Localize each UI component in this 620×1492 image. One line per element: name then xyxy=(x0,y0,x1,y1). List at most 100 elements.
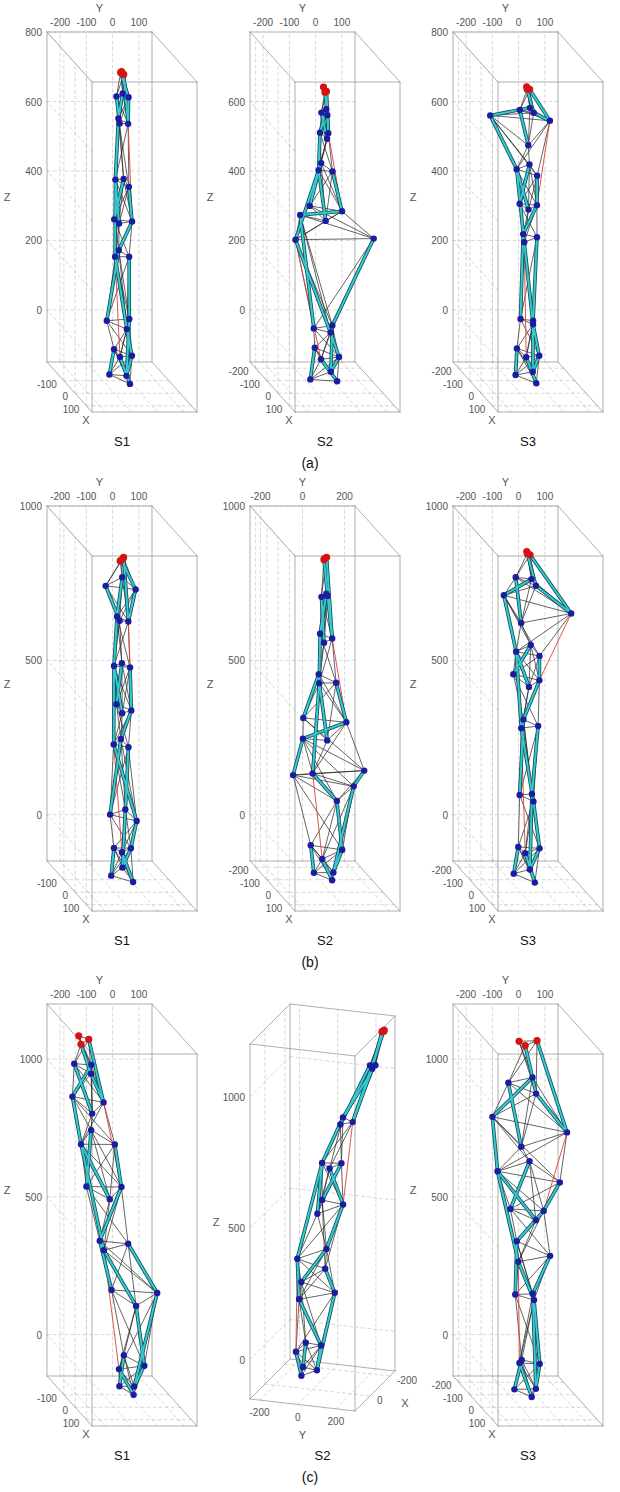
strut-bar-outline xyxy=(519,1363,531,1397)
bounding-box xyxy=(92,82,197,83)
cable-line xyxy=(118,118,128,186)
joint-dot xyxy=(518,620,524,626)
axis-tick-label: 1000 xyxy=(425,1054,449,1065)
row-label: (b) xyxy=(300,955,319,970)
grid-line xyxy=(453,1059,498,1109)
axis-tick-label: 100 xyxy=(62,403,81,414)
bounding-box xyxy=(92,1426,197,1427)
joint-dot xyxy=(318,109,324,115)
strut-bar xyxy=(136,1306,144,1366)
joint-dot xyxy=(129,218,135,224)
axis-title: X xyxy=(487,913,496,925)
joint-dot xyxy=(309,770,315,776)
plot-panel xyxy=(453,1004,603,1426)
grid-line xyxy=(453,1197,498,1247)
strut-bar-outline xyxy=(129,187,132,222)
axis-tick-label: -200 xyxy=(431,1380,453,1391)
axis-tick-label: -200 xyxy=(431,865,453,876)
joint-dot xyxy=(534,202,540,208)
joint-dot xyxy=(334,798,340,804)
axis-tick-label: -200 xyxy=(455,491,477,502)
grid-line xyxy=(47,101,152,102)
axis-title: X xyxy=(487,1428,496,1440)
bounding-box xyxy=(197,1054,198,1426)
slack-cable-line xyxy=(128,124,132,222)
joint-dot xyxy=(533,1217,539,1223)
bounding-box xyxy=(498,1426,603,1427)
axis-tick-label: 500 xyxy=(430,1191,449,1202)
bounding-box xyxy=(250,506,295,556)
cable-line xyxy=(518,1256,550,1262)
joint-dot xyxy=(78,1141,84,1147)
joint-dot xyxy=(529,1074,535,1080)
joint-dot xyxy=(536,653,542,659)
grid-line xyxy=(64,1394,169,1395)
grid-line xyxy=(64,879,169,880)
grid-line xyxy=(47,1335,92,1385)
strut-bar xyxy=(523,205,537,234)
bounding-box xyxy=(152,1376,197,1426)
cable-line xyxy=(514,1388,535,1390)
bounding-box xyxy=(250,1044,355,1056)
joint-dot xyxy=(525,142,531,148)
strut-bar-outline xyxy=(514,847,518,874)
axis-tick-label: 0 xyxy=(468,1405,476,1416)
bounding-box xyxy=(250,362,355,363)
plot-panel xyxy=(250,32,400,412)
axis-tick-label: 1000 xyxy=(19,501,43,512)
strut-bar-outline xyxy=(533,1256,550,1294)
joint-dot xyxy=(515,1259,521,1265)
joint-dot xyxy=(119,574,125,580)
grid-line xyxy=(492,76,493,406)
grid-line xyxy=(250,170,355,171)
joint-dot xyxy=(141,1363,147,1369)
cable-line xyxy=(508,1041,537,1083)
grid-line xyxy=(267,380,372,381)
joint-dot xyxy=(119,864,125,870)
joint-dot xyxy=(116,1366,122,1372)
bounding-box xyxy=(152,32,197,82)
bounding-box xyxy=(498,82,603,83)
bounding-box xyxy=(498,412,603,413)
joint-dot xyxy=(527,866,533,872)
axis-tick-label: 200 xyxy=(227,235,246,246)
axis-tick-label: 800 xyxy=(24,27,43,38)
grid-line xyxy=(47,32,92,82)
strut-bar xyxy=(498,1171,536,1220)
bounding-box xyxy=(47,362,152,363)
strut-bar xyxy=(303,674,318,718)
bounding-box xyxy=(197,82,198,412)
joint-dot xyxy=(526,684,532,690)
cable-line xyxy=(296,239,374,240)
axis-tick-label: 100 xyxy=(62,1417,81,1428)
grid-line xyxy=(453,1335,498,1385)
top-joint-dot xyxy=(117,69,124,76)
strut-bar-outline xyxy=(311,845,314,873)
joint-dot xyxy=(319,1160,325,1166)
strut-bar xyxy=(516,652,529,687)
cable-line xyxy=(533,237,537,324)
strut-bar xyxy=(104,1250,136,1306)
grid-line xyxy=(47,815,92,865)
strut-bar-outline xyxy=(136,1306,144,1366)
strut-bar xyxy=(122,810,125,868)
joint-dot xyxy=(300,735,306,741)
joint-dot xyxy=(113,93,119,99)
strut-bar-outline xyxy=(492,1117,497,1171)
grid-line xyxy=(250,1320,290,1360)
strut-bar xyxy=(332,171,342,211)
joint-dot xyxy=(533,380,539,386)
bounding-box xyxy=(603,82,604,412)
joint-dot xyxy=(318,1342,324,1348)
grid-line xyxy=(112,32,113,362)
strut-bar xyxy=(100,1187,122,1241)
grid-line xyxy=(250,660,295,710)
cable-line xyxy=(518,795,519,847)
joint-dot xyxy=(324,737,330,743)
joint-dot xyxy=(505,1080,511,1086)
strut-bar xyxy=(311,845,314,873)
strut-bar xyxy=(310,163,321,206)
top-joint-dot xyxy=(77,1041,84,1048)
axis-title: Y xyxy=(298,476,307,488)
